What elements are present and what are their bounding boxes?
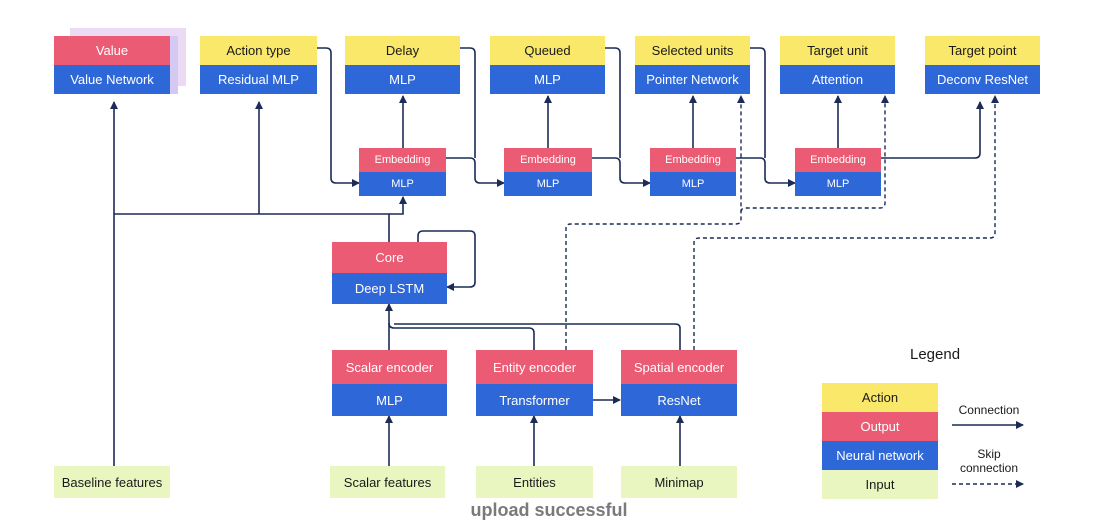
legend-swatches: Action Output Neural network Input — [822, 383, 938, 499]
scalar-encoder-box: Scalar encoder MLP — [332, 350, 447, 416]
pointer-network-label: Pointer Network — [635, 65, 750, 94]
legend-neural-network: Neural network — [822, 441, 938, 470]
footer-caption: upload successful — [470, 500, 628, 520]
legend-connection-label: Connection — [958, 403, 1020, 417]
scalar-features-label: Scalar features — [330, 466, 445, 498]
scalar-encoder-label: Scalar encoder — [332, 350, 447, 384]
connection-embed4-target-point — [881, 101, 984, 159]
embedding-label: Embedding — [795, 148, 881, 172]
baseline-features-label: Baseline features — [54, 466, 170, 498]
embedding-mlp-label: MLP — [504, 172, 592, 196]
target-unit-head: Target unit Attention — [780, 36, 895, 94]
queued-head: Queued MLP — [490, 36, 605, 94]
skip-entity-target-unit — [740, 95, 889, 213]
target-point-label: Target point — [925, 36, 1040, 65]
embedding-box-4: Embedding MLP — [795, 148, 881, 196]
skip-spatial-target-point — [693, 95, 999, 350]
entities-input: Entities — [476, 466, 593, 498]
scalar-mlp-label: MLP — [332, 384, 447, 416]
connection-core-loop — [417, 230, 476, 291]
connection-delay-embed2 — [460, 47, 476, 158]
connection-core-embed1 — [389, 196, 407, 215]
legend-title: Legend — [910, 346, 961, 363]
connection-embed1-embed2 — [446, 157, 505, 187]
resnet-label: ResNet — [621, 384, 737, 416]
embedding-box-1: Embedding MLP — [359, 148, 446, 196]
legend-action: Action — [822, 383, 938, 412]
connection-spatial-core — [394, 323, 681, 350]
deep-lstm-label: Deep LSTM — [332, 273, 447, 304]
spatial-encoder-label: Spatial encoder — [621, 350, 737, 384]
connection-selected-embed4 — [750, 47, 766, 158]
action-type-head: Action type Residual MLP — [200, 36, 317, 94]
connection-action-type-embed1 — [317, 47, 360, 187]
connection-queued-embed3 — [605, 47, 621, 158]
connection-entity-core — [388, 322, 535, 350]
minimap-input: Minimap — [621, 466, 737, 498]
queued-label: Queued — [490, 36, 605, 65]
embedding-box-3: Embedding MLP — [650, 148, 736, 196]
embedding-mlp-label: MLP — [795, 172, 881, 196]
attention-label: Attention — [780, 65, 895, 94]
skip-entity-selected-units — [565, 95, 745, 350]
spatial-encoder-box: Spatial encoder ResNet — [621, 350, 737, 416]
legend-output: Output — [822, 412, 938, 441]
value-output-label: Value — [54, 36, 170, 65]
scalar-features-input: Scalar features — [330, 466, 445, 498]
embedding-label: Embedding — [359, 148, 446, 172]
core-box: Core Deep LSTM — [332, 242, 447, 304]
target-unit-label: Target unit — [780, 36, 895, 65]
baseline-features-input: Baseline features — [54, 466, 170, 498]
minimap-label: Minimap — [621, 466, 737, 498]
selected-units-head: Selected units Pointer Network — [635, 36, 750, 94]
delay-head: Delay MLP — [345, 36, 460, 94]
embedding-mlp-label: MLP — [359, 172, 446, 196]
transformer-label: Transformer — [476, 384, 593, 416]
target-point-head: Target point Deconv ResNet — [925, 36, 1040, 94]
embedding-label: Embedding — [504, 148, 592, 172]
embedding-mlp-label: MLP — [650, 172, 736, 196]
entity-encoder-box: Entity encoder Transformer — [476, 350, 593, 416]
connection-embed3-embed4 — [736, 157, 796, 187]
delay-label: Delay — [345, 36, 460, 65]
connection-embed2-embed3 — [592, 157, 651, 187]
legend-skip-connection-label: Skip connection — [959, 447, 1019, 475]
entities-label: Entities — [476, 466, 593, 498]
residual-mlp-label: Residual MLP — [200, 65, 317, 94]
entity-encoder-label: Entity encoder — [476, 350, 593, 384]
value-network-label: Value Network — [54, 65, 170, 94]
embedding-box-2: Embedding MLP — [504, 148, 592, 196]
core-label: Core — [332, 242, 447, 273]
action-type-label: Action type — [200, 36, 317, 65]
legend-input: Input — [822, 470, 938, 499]
deconv-resnet-label: Deconv ResNet — [925, 65, 1040, 94]
delay-mlp-label: MLP — [345, 65, 460, 94]
queued-mlp-label: MLP — [490, 65, 605, 94]
value-head: Value Value Network — [54, 36, 170, 94]
embedding-label: Embedding — [650, 148, 736, 172]
connection-core-trunk — [114, 213, 390, 242]
selected-units-label: Selected units — [635, 36, 750, 65]
